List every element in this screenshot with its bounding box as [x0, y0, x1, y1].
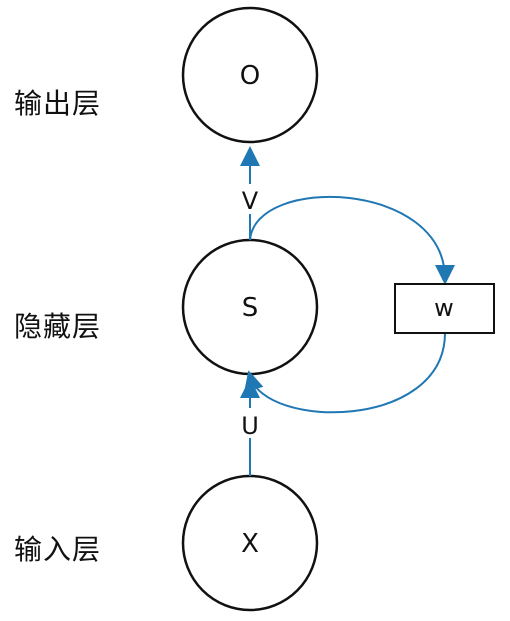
output-node-label: O	[240, 61, 260, 91]
v-label-bg	[236, 184, 264, 214]
weight-w-box	[394, 283, 495, 334]
edge-hidden-to-w	[249, 195, 455, 285]
edge-w-to-hidden	[244, 332, 446, 414]
output-layer-label: 输出层	[14, 87, 102, 120]
hidden-node-label: S	[242, 293, 259, 323]
weight-u-label: U	[241, 412, 259, 440]
weight-w-label: w	[434, 294, 454, 322]
input-layer-label: 输入层	[14, 533, 102, 566]
input-node-label: X	[241, 529, 259, 559]
hidden-layer-label: 隐藏层	[14, 310, 102, 343]
weight-v-label: V	[242, 187, 259, 215]
u-label-bg	[236, 408, 264, 438]
output-node	[181, 6, 319, 144]
